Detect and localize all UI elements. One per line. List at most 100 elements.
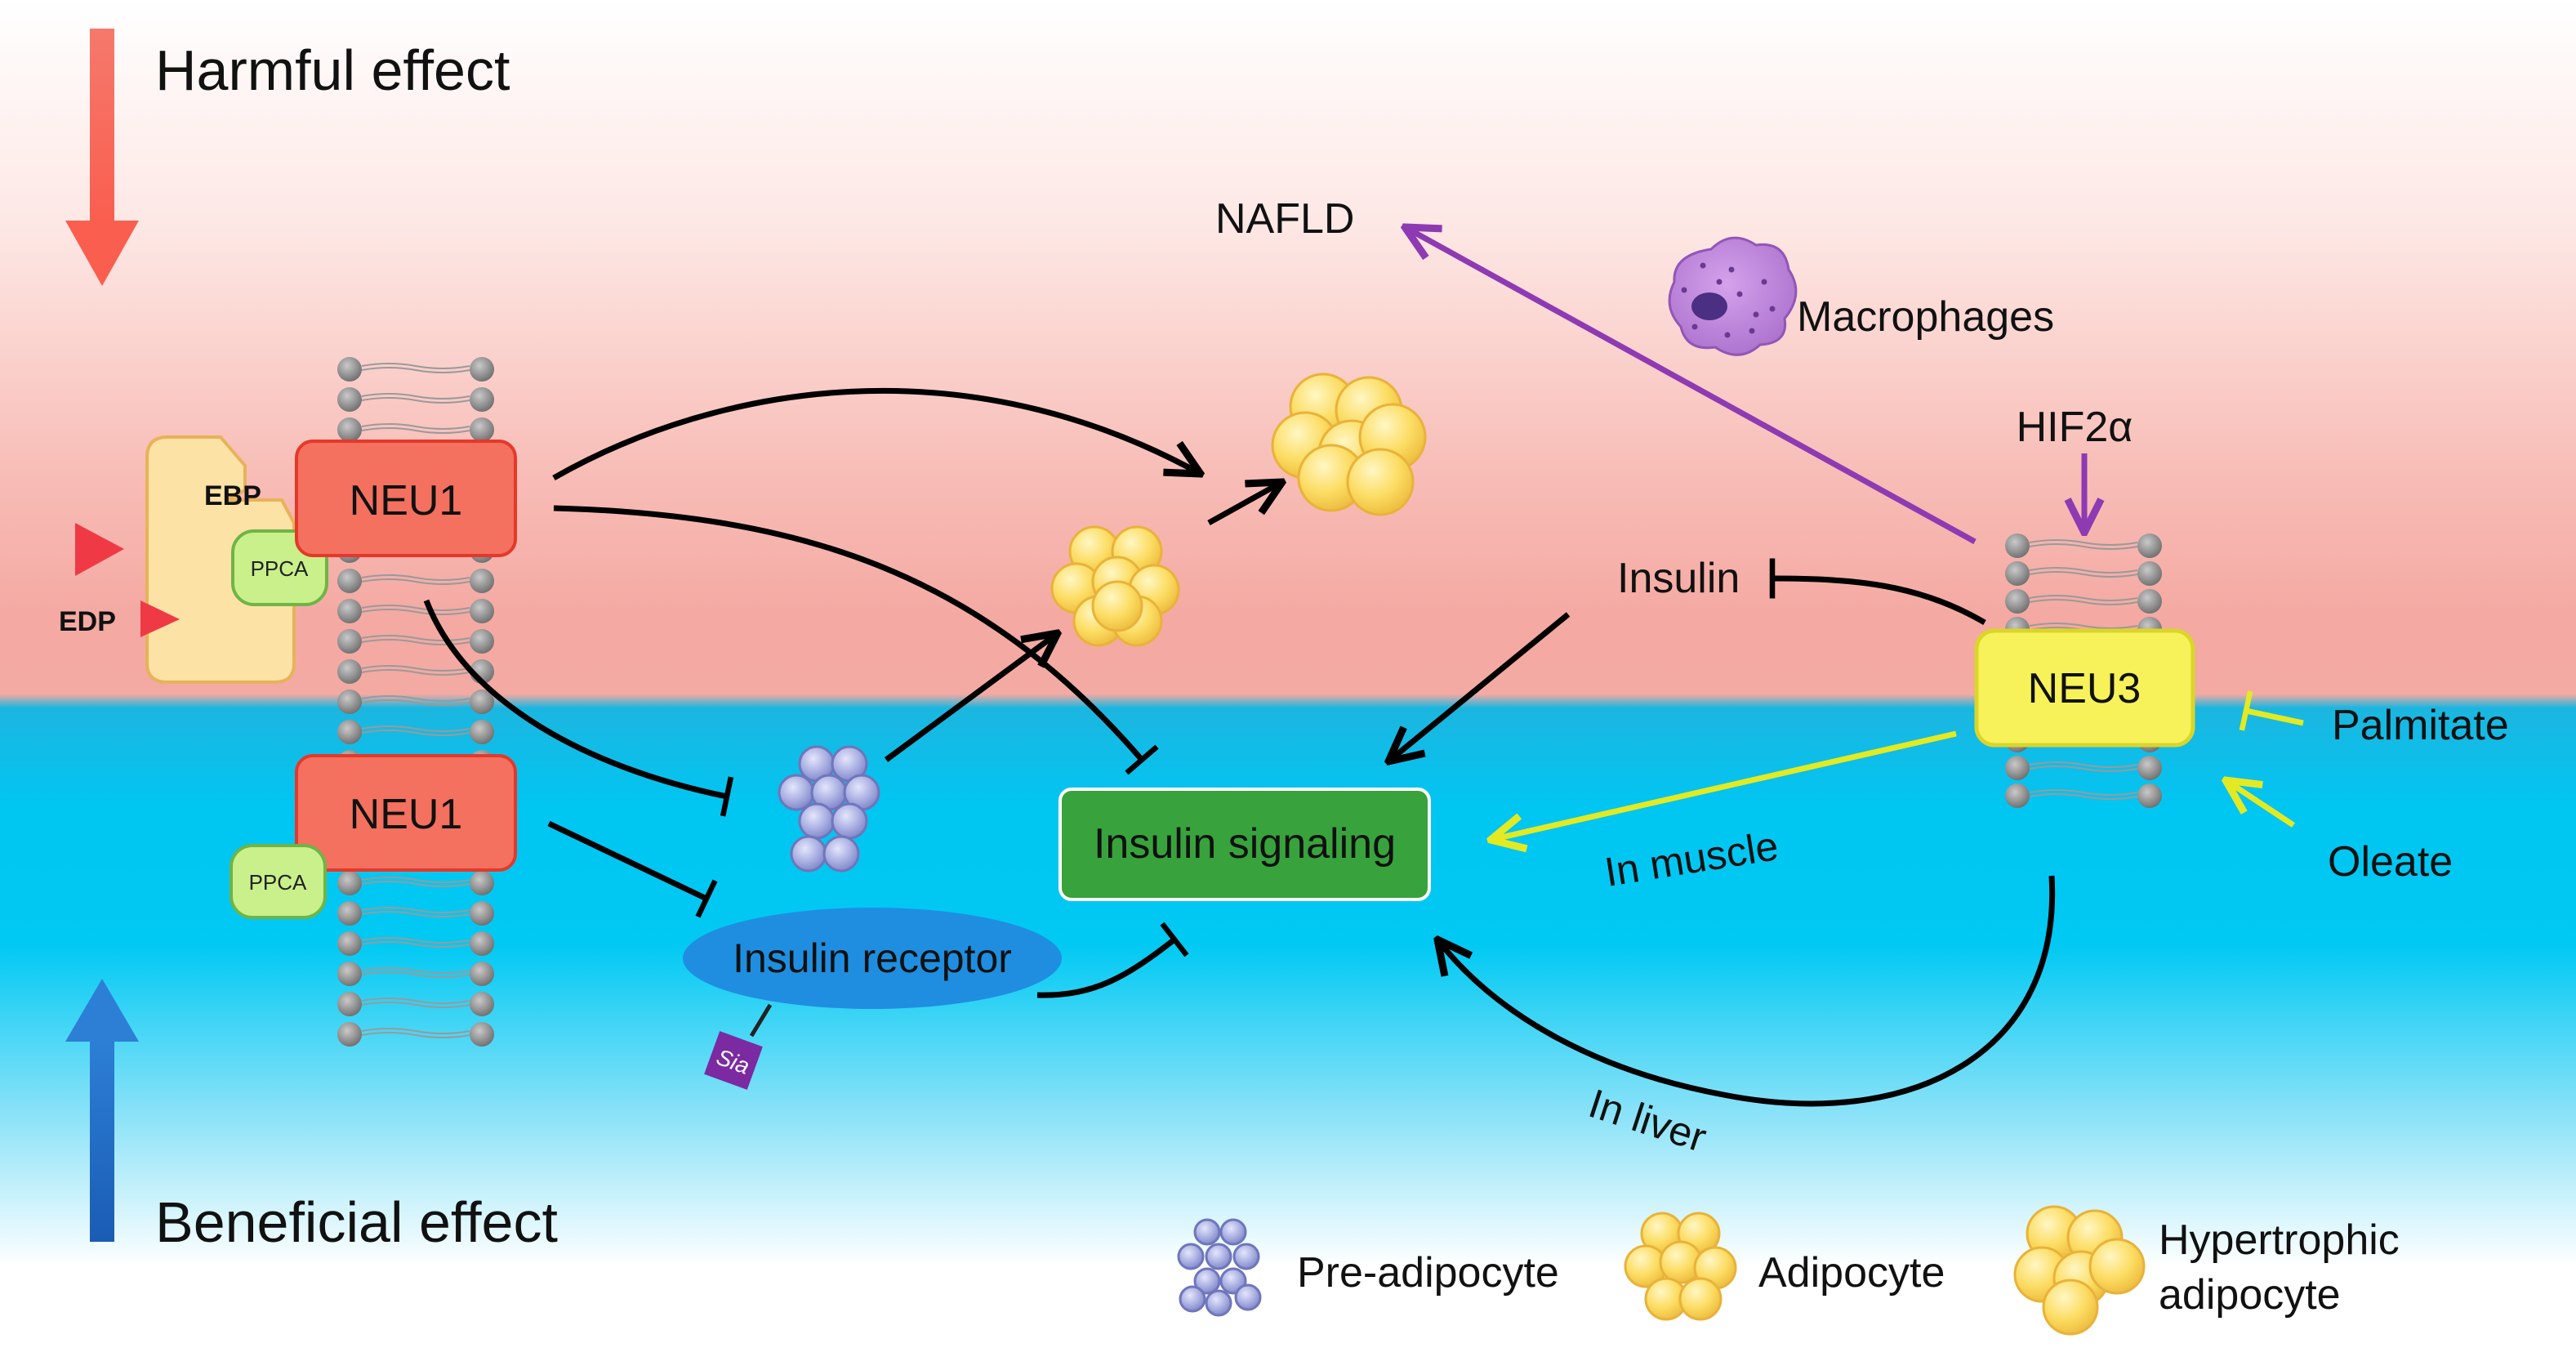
edp-peptide bbox=[140, 600, 180, 637]
lipid-head bbox=[2005, 783, 2030, 808]
lipid-head bbox=[2137, 783, 2162, 808]
lipid-tail bbox=[361, 639, 470, 645]
preadipocyte-cell bbox=[798, 802, 836, 840]
lipid-head bbox=[470, 569, 494, 593]
lipid-tail bbox=[361, 1002, 470, 1008]
neu1-bottom-enzyme bbox=[295, 754, 517, 872]
legend-hypertrophic-label-1: Hypertrophic bbox=[2159, 1216, 2400, 1264]
lipid-head bbox=[470, 962, 494, 986]
lipid-head bbox=[470, 901, 494, 926]
lipid-tail bbox=[361, 695, 470, 702]
lipid-head bbox=[337, 871, 362, 895]
preadipocyte-to-adipocyte-arrow bbox=[884, 633, 1058, 762]
neu1-inhibits-insulin-signaling bbox=[553, 505, 1159, 775]
lipid-tail bbox=[361, 605, 470, 611]
neu1-top-enzyme bbox=[295, 440, 517, 557]
lipid-tail bbox=[2029, 543, 2138, 550]
macrophage-nucleus bbox=[1691, 292, 1727, 320]
preadipocyte-cell bbox=[778, 774, 815, 811]
granule bbox=[1716, 279, 1723, 285]
ppca-bottom bbox=[230, 844, 327, 919]
insulin-to-signaling-arrow bbox=[1388, 612, 1571, 761]
lipid-head bbox=[337, 659, 362, 684]
lipid-tail bbox=[2029, 623, 2138, 629]
lipid-head bbox=[2137, 589, 2162, 614]
lipid-tail bbox=[361, 427, 470, 434]
beneficial-effect-indicator bbox=[65, 979, 139, 1242]
preadipocyte-cell bbox=[822, 835, 860, 873]
granule bbox=[1691, 324, 1698, 330]
neu1-bottom-inhibits-receptor bbox=[547, 820, 718, 918]
macrophage-granules bbox=[1681, 262, 1776, 338]
lipid-head bbox=[470, 931, 494, 956]
lipid-tail bbox=[361, 907, 470, 913]
beneficial-effect-label: Beneficial effect bbox=[155, 1190, 558, 1254]
ppca-bottom-label: PPCA bbox=[249, 870, 307, 895]
neu1-top-label: NEU1 bbox=[350, 477, 463, 524]
lipid-head bbox=[337, 569, 362, 593]
legend-preadipocyte-cell bbox=[1219, 1218, 1247, 1246]
lipid-head bbox=[337, 901, 362, 926]
legend-preadipocyte-icon bbox=[1177, 1218, 1262, 1317]
insulin-signaling-box bbox=[1058, 788, 1431, 901]
lipid-tail bbox=[2029, 571, 2138, 578]
neu3-label: NEU3 bbox=[2028, 665, 2141, 712]
granule bbox=[1724, 332, 1731, 338]
lipid-tail bbox=[2029, 595, 2138, 601]
oleate-to-neu3-arrow bbox=[2226, 780, 2295, 828]
hypertrophic-adipocyte-cluster bbox=[1271, 373, 1427, 516]
elastin-peptide-free bbox=[75, 523, 124, 576]
lipid-tail bbox=[2029, 599, 2138, 605]
insulin-receptor-label: Insulin receptor bbox=[733, 935, 1012, 981]
lipid-tail bbox=[361, 877, 470, 883]
lipid-tail bbox=[361, 725, 470, 732]
hypertrophic-adipocyte-cell bbox=[1346, 448, 1415, 516]
neu3-inhibits-insulin bbox=[1769, 558, 1986, 626]
lipid-tail bbox=[361, 971, 470, 978]
lipid-tail bbox=[361, 609, 470, 615]
lipid-head bbox=[2005, 533, 2030, 558]
lipid-tail bbox=[361, 574, 470, 581]
palmitate-label: Palmitate bbox=[2332, 702, 2509, 749]
insulin-signaling-label: Insulin signaling bbox=[1094, 820, 1396, 868]
legend-preadipocyte-cell bbox=[1193, 1218, 1221, 1246]
lipid-tail bbox=[361, 423, 470, 430]
lipid-tail bbox=[361, 1032, 470, 1038]
lipid-tail bbox=[361, 393, 470, 399]
legend-adipocyte-cell bbox=[1678, 1277, 1723, 1321]
lipid-tail bbox=[361, 911, 470, 917]
lipid-head bbox=[470, 720, 494, 744]
legend-preadipocyte-cell bbox=[1177, 1243, 1205, 1270]
lipid-head bbox=[337, 417, 362, 442]
neu3-to-nafld-arrow bbox=[1405, 227, 1977, 545]
legend-hypertrophic-icon bbox=[2013, 1205, 2146, 1336]
edp-label: EDP bbox=[59, 606, 116, 637]
legend-preadipocyte-cell bbox=[1232, 1243, 1260, 1270]
legend-preadipocyte-cell bbox=[1234, 1283, 1262, 1311]
lipid-head bbox=[337, 357, 362, 382]
oleate-label: Oleate bbox=[2328, 838, 2453, 886]
lipid-head bbox=[337, 1022, 362, 1047]
lipid-head bbox=[337, 629, 362, 654]
lipid-tail bbox=[361, 669, 470, 676]
lipid-tail bbox=[2029, 766, 2138, 772]
insulin-label: Insulin bbox=[1617, 555, 1740, 602]
lipid-tail bbox=[361, 941, 470, 948]
lipid-tail bbox=[361, 998, 470, 1004]
lipid-head bbox=[470, 599, 494, 623]
adipocyte-to-hypertrophic-arrow bbox=[1207, 482, 1282, 526]
legend-preadipocyte-cell bbox=[1205, 1289, 1232, 1317]
preadipocyte-cell bbox=[831, 802, 868, 840]
legend-hypertrophic-cell bbox=[2042, 1279, 2099, 1336]
neu1-bottom-label: NEU1 bbox=[350, 791, 463, 838]
granule bbox=[1736, 291, 1743, 297]
lipid-head bbox=[2137, 533, 2162, 558]
neu3-enzyme bbox=[1974, 628, 2195, 748]
lipid-head bbox=[2005, 589, 2030, 614]
lipid-head bbox=[470, 992, 494, 1016]
granule bbox=[1769, 306, 1776, 312]
granule bbox=[1753, 311, 1759, 318]
lipid-head bbox=[470, 357, 494, 382]
granule bbox=[1681, 287, 1687, 293]
